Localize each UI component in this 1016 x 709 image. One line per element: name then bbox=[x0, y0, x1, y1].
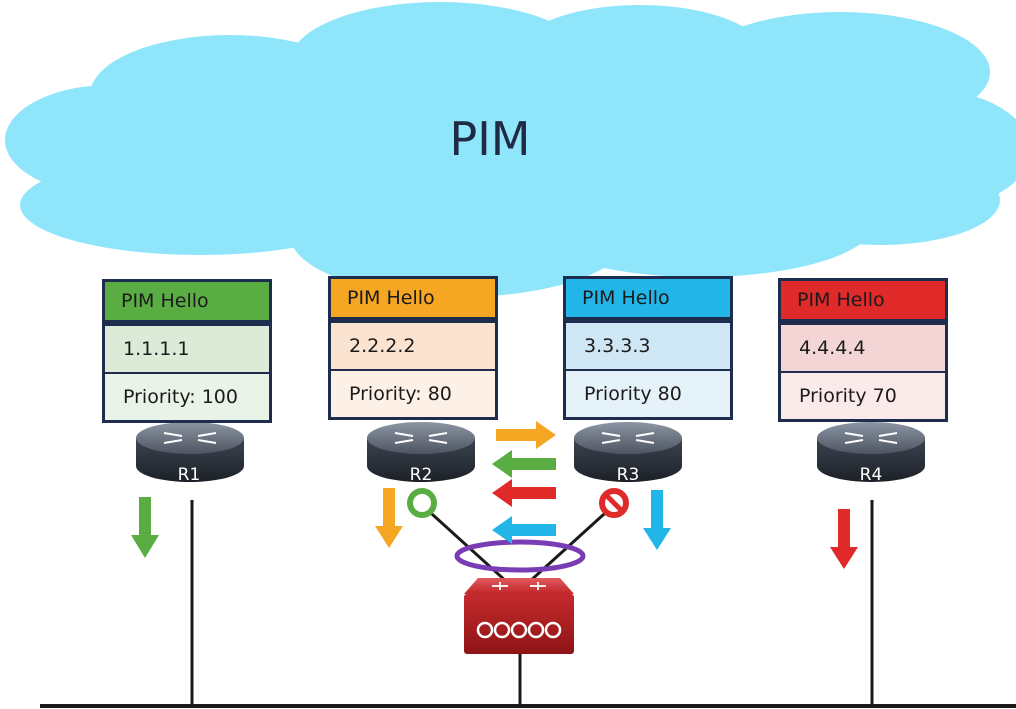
orange-right-arrow bbox=[496, 421, 556, 449]
allowed-circle-icon bbox=[407, 488, 437, 518]
card-header: PIM Hello bbox=[566, 279, 730, 323]
router-icon bbox=[574, 422, 682, 482]
no-entry-icon bbox=[599, 488, 629, 518]
cloud-label: PIM bbox=[449, 112, 531, 166]
r3-blue-down-arrow bbox=[643, 490, 671, 550]
priority-key: Priority: bbox=[349, 383, 422, 405]
router-icon bbox=[136, 422, 244, 482]
priority-value: 70 bbox=[872, 385, 897, 407]
router-icon bbox=[367, 422, 475, 482]
pim-hello-card-r4: PIM Hello 4.4.4.4 Priority 70 bbox=[778, 278, 948, 422]
card-header: PIM Hello bbox=[331, 279, 495, 323]
pim-hello-card-r2: PIM Hello 2.2.2.2 Priority: 80 bbox=[328, 276, 498, 420]
pim-hello-card-r3: PIM Hello 3.3.3.3 Priority 80 bbox=[563, 276, 733, 420]
router-label-r1: R1 bbox=[177, 465, 201, 485]
pim-hello-card-r1: PIM Hello 1.1.1.1 Priority: 100 bbox=[102, 279, 272, 423]
priority-value: 80 bbox=[427, 383, 452, 405]
blue-left-arrow bbox=[492, 516, 556, 544]
priority-row: Priority 70 bbox=[781, 371, 945, 419]
priority-value: 80 bbox=[657, 383, 682, 405]
router-address: 1.1.1.1 bbox=[105, 326, 269, 372]
router-icon bbox=[817, 422, 925, 482]
r4-red-down-arrow bbox=[830, 509, 858, 569]
r2-orange-down-arrow bbox=[375, 488, 403, 548]
router-address: 2.2.2.2 bbox=[331, 323, 495, 369]
router-label-r4: R4 bbox=[859, 465, 883, 485]
priority-key: Priority bbox=[584, 383, 652, 405]
card-header: PIM Hello bbox=[105, 282, 269, 326]
port-channel-ring bbox=[454, 539, 586, 573]
r1-green-down-arrow bbox=[131, 497, 159, 558]
priority-row: Priority: 100 bbox=[105, 372, 269, 420]
priority-key: Priority: bbox=[123, 386, 196, 408]
green-left-arrow bbox=[492, 450, 556, 478]
pim-cloud bbox=[5, 2, 1016, 297]
priority-row: Priority 80 bbox=[566, 369, 730, 417]
multilayer-switch-icon bbox=[464, 578, 574, 654]
router-label-r3: R3 bbox=[616, 465, 640, 485]
priority-key: Priority bbox=[799, 385, 867, 407]
router-label-r2: R2 bbox=[409, 465, 433, 485]
red-left-arrow bbox=[492, 479, 556, 507]
router-address: 4.4.4.4 bbox=[781, 325, 945, 371]
router-address: 3.3.3.3 bbox=[566, 323, 730, 369]
card-header: PIM Hello bbox=[781, 281, 945, 325]
priority-value: 100 bbox=[201, 386, 238, 408]
priority-row: Priority: 80 bbox=[331, 369, 495, 417]
